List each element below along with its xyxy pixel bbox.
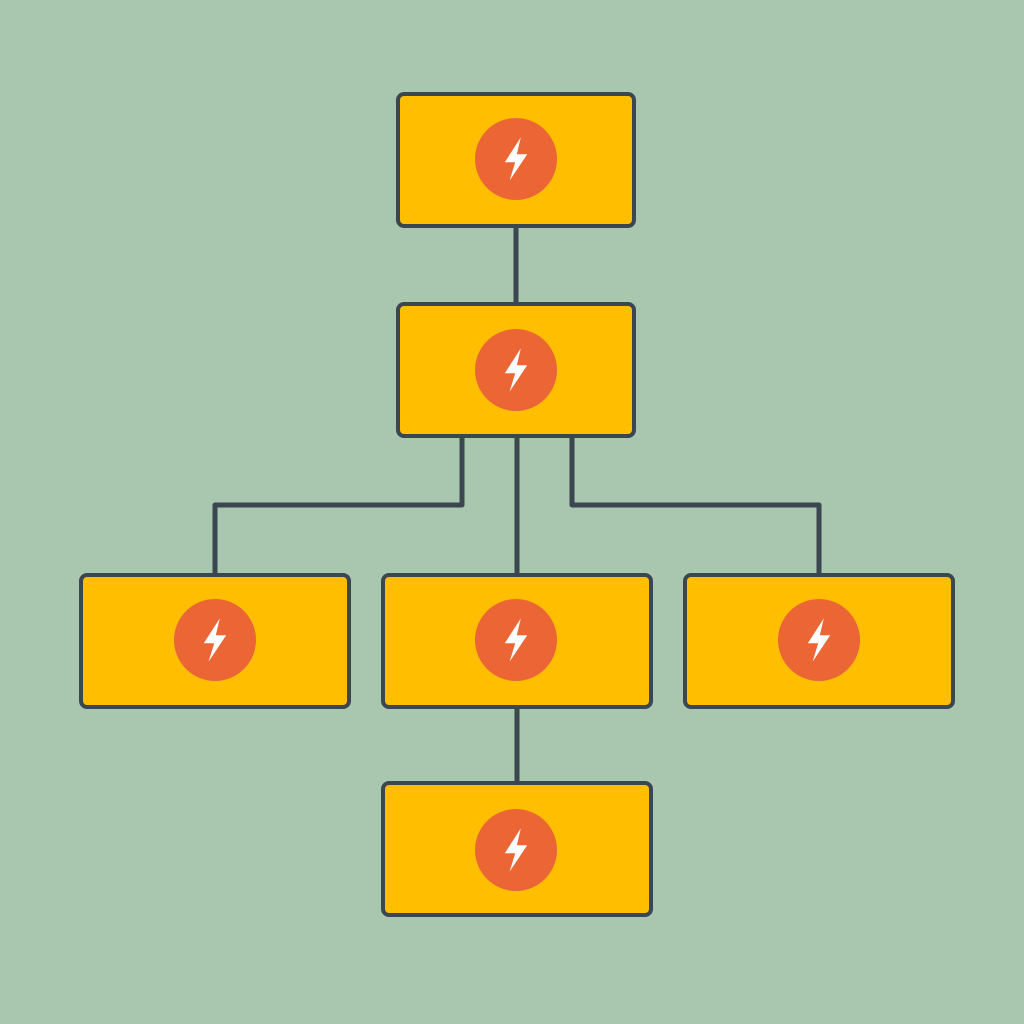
node-center [381, 573, 653, 709]
edge-mid-left [212, 433, 465, 578]
node-mid [396, 302, 636, 438]
connectors [212, 223, 822, 786]
node-left [79, 573, 351, 709]
node-right [683, 573, 955, 709]
node-bottom [381, 781, 653, 917]
lightning-bolt-icon [475, 329, 557, 411]
lightning-bolt-icon [475, 118, 557, 200]
lightning-bolt-icon [174, 599, 256, 681]
node-root [396, 92, 636, 228]
lightning-bolt-icon [475, 599, 557, 681]
edge-mid-right [569, 433, 822, 578]
lightning-bolt-icon [475, 809, 557, 891]
lightning-bolt-icon [778, 599, 860, 681]
